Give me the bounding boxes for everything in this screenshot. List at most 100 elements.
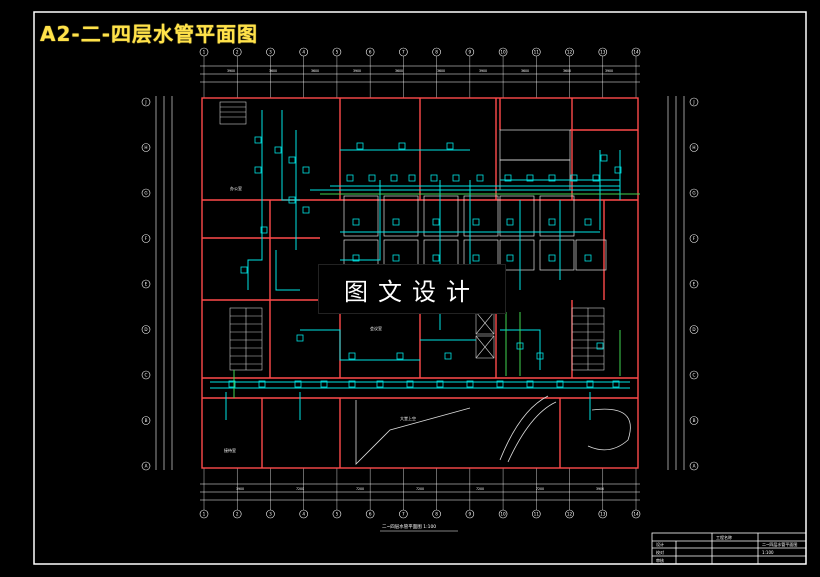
grid-bubble-right-J: J	[689, 97, 699, 107]
fixture-symbol	[408, 174, 416, 182]
dimension-text: 3900	[227, 69, 235, 73]
fixture-symbol	[260, 226, 268, 234]
fixture-symbol	[584, 254, 592, 262]
fixture-symbol	[506, 218, 514, 226]
svg-text:6: 6	[369, 512, 372, 517]
dimension-text: 3600	[521, 69, 529, 73]
grid-bubble-right-H: H	[689, 143, 699, 152]
dimension-text: 7200	[356, 487, 364, 491]
grid-bubble-top-9: 9	[465, 47, 475, 57]
fixture-symbol	[496, 380, 504, 388]
grid-bubble-left-A: A	[141, 461, 151, 471]
svg-text:J: J	[692, 100, 694, 105]
fixture-symbol	[376, 380, 384, 388]
grid-bubble-left-B: B	[141, 416, 151, 425]
grid-bubble-right-C: C	[689, 370, 699, 380]
fixture-symbol	[258, 380, 266, 388]
fixture-symbol	[536, 352, 544, 360]
grid-bubble-bottom-14: 14	[631, 509, 641, 519]
grid-bubble-right-E: E	[689, 279, 699, 289]
svg-text:11: 11	[534, 50, 540, 55]
svg-text:C: C	[693, 373, 696, 378]
dimension-text: 7200	[536, 487, 544, 491]
grid-bubble-left-G: G	[141, 188, 151, 198]
grid-bubble-left-D: D	[141, 325, 151, 334]
dimension-text: 7200	[476, 487, 484, 491]
svg-text:9: 9	[469, 512, 472, 517]
grid-bubble-left-E: E	[141, 279, 151, 289]
svg-text:7: 7	[402, 50, 405, 55]
svg-text:H: H	[692, 145, 695, 150]
watermark-label: 图文设计	[318, 264, 506, 314]
svg-text:8: 8	[435, 50, 438, 55]
grid-bubble-right-D: D	[689, 325, 699, 334]
title-block-row-1: 设计	[656, 541, 664, 547]
fixture-symbol	[392, 218, 400, 226]
grid-bubble-top-7: 7	[399, 47, 408, 57]
svg-text:A: A	[145, 464, 148, 469]
drawing-caption: 二~四层水管平面图 1:100	[382, 523, 436, 530]
water-pipes	[210, 110, 630, 420]
fixture-symbol	[548, 254, 556, 262]
grid-bubble-left-J: J	[141, 97, 151, 107]
svg-text:G: G	[144, 191, 147, 196]
grid-bubble-bottom-9: 9	[465, 509, 475, 519]
fixture-symbol	[548, 174, 556, 182]
svg-text:2: 2	[236, 50, 239, 55]
grid-bubble-bottom-12: 12	[565, 509, 574, 519]
pipe-fixtures	[228, 136, 622, 388]
fixture-symbol	[320, 380, 328, 388]
svg-text:13: 13	[600, 512, 606, 517]
svg-text:4: 4	[302, 50, 305, 55]
room-label-reception: 接待室	[224, 447, 236, 453]
fixture-symbol	[346, 174, 354, 182]
svg-text:7: 7	[402, 512, 405, 517]
grid-bubble-bottom-6: 6	[365, 509, 375, 519]
dimension-lines-bottom	[200, 483, 640, 501]
dimension-text: 3600	[311, 69, 319, 73]
grid-bubble-top-14: 14	[631, 47, 641, 57]
fixture-symbol	[436, 380, 444, 388]
fixture-symbol	[254, 136, 262, 144]
svg-text:1: 1	[203, 512, 206, 517]
room-label-atrium: 大堂上空	[400, 415, 416, 421]
grid-bubble-left-C: C	[141, 370, 151, 380]
fixture-symbol	[390, 174, 398, 182]
svg-text:8: 8	[435, 512, 438, 517]
fixture-symbol	[398, 142, 406, 150]
fixture-symbol	[592, 174, 600, 182]
fixture-symbol	[294, 380, 302, 388]
svg-text:G: G	[692, 191, 695, 196]
svg-text:3: 3	[269, 512, 272, 517]
fixture-symbol	[406, 380, 414, 388]
svg-text:12: 12	[567, 512, 573, 517]
dimension-text: 7200	[296, 487, 304, 491]
fixture-symbol	[596, 342, 604, 350]
svg-text:F: F	[145, 236, 148, 241]
grid-bubble-right-G: G	[689, 188, 699, 198]
fixture-symbol	[368, 174, 376, 182]
grid-bubble-top-12: 12	[565, 47, 574, 57]
fixture-symbol	[254, 166, 262, 174]
grid-bubble-bottom-8: 8	[432, 509, 441, 519]
svg-text:10: 10	[500, 50, 506, 55]
fixture-symbol	[584, 218, 592, 226]
fixture-symbol	[548, 218, 556, 226]
grid-bubble-top-4: 4	[299, 47, 308, 57]
dimension-lines-top	[200, 65, 640, 83]
svg-text:B: B	[145, 418, 148, 423]
fixture-symbol	[432, 218, 440, 226]
svg-text:3: 3	[269, 50, 272, 55]
fixture-symbol	[430, 174, 438, 182]
svg-text:D: D	[144, 327, 147, 332]
staircase-left	[229, 307, 263, 371]
svg-text:14: 14	[633, 50, 639, 55]
title-block-row-2: 校对	[656, 549, 664, 555]
grid-bubble-bottom-4: 4	[299, 509, 308, 519]
fixture-symbol	[444, 352, 452, 360]
fixture-symbol	[274, 146, 282, 154]
fixture-symbol	[452, 174, 460, 182]
